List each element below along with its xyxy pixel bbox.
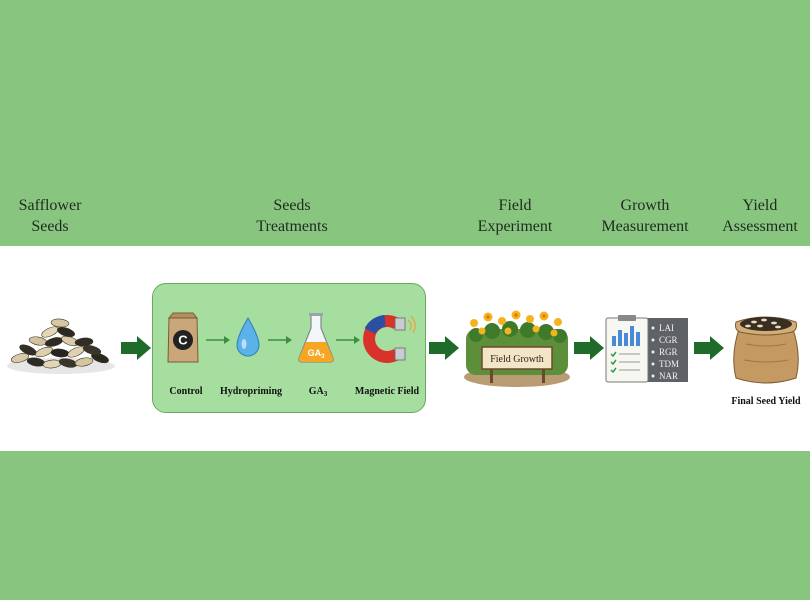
growth-param-nar: NAR [659,371,678,381]
heading-safflower-seeds: Safflower Seeds [18,197,82,235]
treatment-label-control: Control [169,386,203,397]
water-drop-icon [236,317,260,357]
growth-param-rgr: RGR [659,347,678,357]
small-arrow-icon [268,336,292,344]
magnet-icon [363,315,416,363]
flask-icon: GA3 [298,313,334,363]
heading-yield-assessment: Yield Assessment [722,197,798,235]
arrow-right-icon [574,336,604,360]
growth-param-tdm: TDM [659,359,679,369]
field-sign-text: Field Growth [490,354,544,365]
safflower-seeds-image [7,318,115,374]
heading-field-experiment: Field Experiment [477,197,553,235]
growth-param-cgr: CGR [659,335,678,345]
footer-band [0,451,810,600]
seed-sack-icon [733,316,799,384]
small-arrow-icon [206,336,230,344]
heading-growth-measurement: Growth Measurement [601,197,689,235]
final-seed-yield-label: Final Seed Yield [731,396,801,407]
small-arrow-icon [336,336,360,344]
clipboard-icon: LAI CGR RGR TDM NAR [605,315,688,383]
treatment-label-hydropriming: Hydropriming [219,386,283,397]
arrow-right-icon [121,336,151,360]
arrow-right-icon [694,336,724,360]
treatment-label-ga3: GA3 [308,386,328,398]
arrow-right-icon [429,336,459,360]
flask-label: GA3 [308,348,326,360]
field-growth-image: Field Growth [464,310,570,387]
growth-param-lai: LAI [659,323,674,333]
control-bag-icon: C [167,312,199,363]
treatment-label-magnetic-field: Magnetic Field [354,386,420,397]
header-band [0,0,810,246]
heading-seeds-treatments: Seeds Treatments [256,197,328,235]
control-letter: C [178,333,188,348]
